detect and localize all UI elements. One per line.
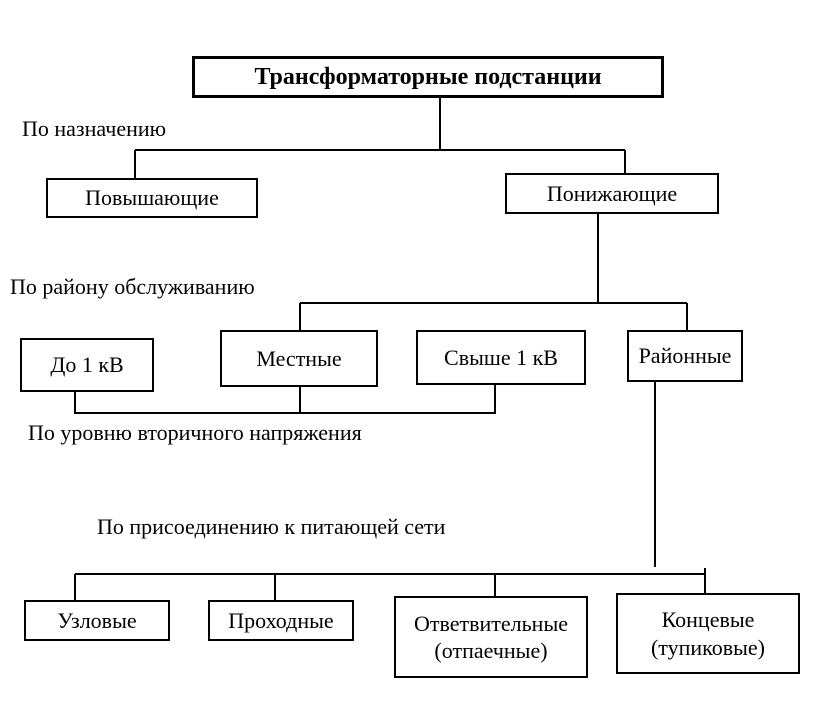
box-step-up: Повышающие (46, 178, 258, 218)
criterion-purpose: По назначению (22, 116, 167, 141)
box-step-down: Понижающие (505, 173, 719, 214)
root-title: Трансформаторные подстанции (192, 56, 664, 98)
connector-secondary-voltage (74, 385, 496, 414)
box-terminal-line2: (тупиковые) (650, 634, 766, 660)
box-nodal: Узловые (24, 600, 170, 641)
box-local: Местные (220, 330, 378, 387)
box-branch: Ответвительные (отпаечные) (394, 596, 588, 678)
connector-district-connection (74, 382, 706, 600)
box-terminal-line1: Концевые (661, 607, 755, 632)
box-pass-through: Проходные (208, 600, 354, 641)
box-district: Районные (627, 330, 743, 382)
box-branch-line2: (отпаечные) (434, 638, 548, 663)
box-branch-line1: Ответвительные (413, 610, 568, 636)
box-up-to-1kv: До 1 кВ (20, 338, 154, 392)
connector-stepdown-area (299, 214, 688, 330)
box-terminal: Концевые (тупиковые) (616, 593, 800, 674)
box-above-1kv: Свыше 1 кВ (416, 330, 586, 385)
criterion-secondary-voltage: По уровню вторичного напряжения (28, 420, 362, 445)
connector-title-purpose (134, 98, 626, 178)
criterion-service-area: По району обслуживанию (10, 274, 255, 299)
criterion-grid-connection: По присоединению к питающей сети (97, 514, 446, 539)
